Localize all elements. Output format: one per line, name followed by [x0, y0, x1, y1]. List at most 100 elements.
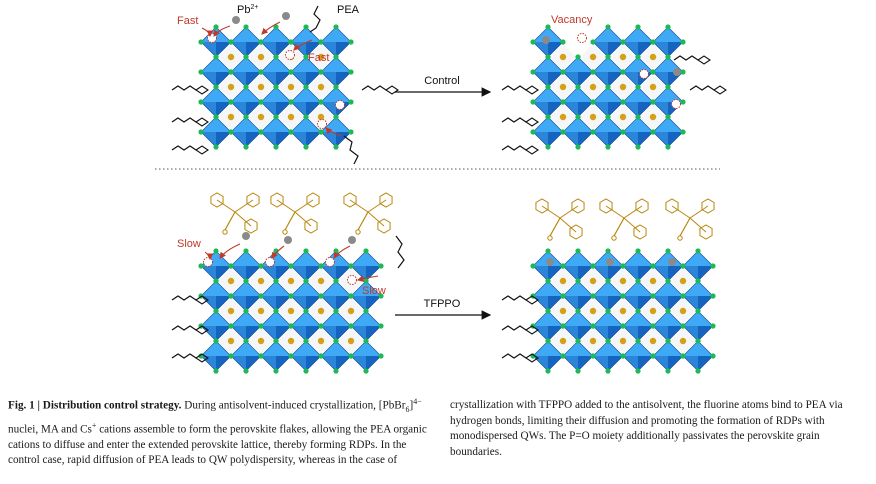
a-site-cation [317, 83, 325, 91]
halide-ion [665, 24, 671, 30]
a-site-cation [619, 307, 627, 315]
halide-ion [680, 353, 686, 359]
halide-ion [575, 144, 581, 150]
octahedron [652, 56, 684, 88]
oxygen-atom [611, 235, 617, 241]
halide-ion [288, 353, 294, 359]
halide-ion [243, 144, 249, 150]
halide-ion [575, 84, 581, 90]
octahedron [622, 250, 654, 282]
phenyl-ring [270, 192, 284, 208]
control-arrow: Control [395, 75, 492, 97]
halide-ion [303, 308, 309, 314]
halide-ion [665, 248, 671, 254]
pea-cation [501, 85, 527, 91]
halide-ion [665, 338, 671, 344]
caption-left-part3: cations assemble to form the perovskite … [8, 423, 427, 467]
a-site-cation [619, 53, 627, 61]
halide-ion [665, 54, 671, 60]
oxygen-atom [282, 229, 288, 235]
halide-ion [650, 39, 656, 45]
slow-label-right: Slow [362, 285, 386, 297]
p-c-bond [605, 205, 625, 219]
tfppo-arrow: TFPPO [395, 298, 492, 320]
octahedron [622, 56, 654, 88]
halide-ion [560, 323, 566, 329]
a-site-cation [317, 277, 325, 285]
pea-cation [171, 117, 197, 123]
halide-ion [635, 54, 641, 60]
vacancy-site [671, 99, 681, 109]
p-c-bond [623, 205, 643, 219]
halide-ion [228, 323, 234, 329]
halide-ion [545, 24, 551, 30]
a-site-cation [679, 307, 687, 315]
a-site-cation [559, 53, 567, 61]
perovskite-lattice-tfppo-before [198, 248, 384, 374]
halide-ion [560, 293, 566, 299]
halide-ion [348, 293, 354, 299]
halide-ion [213, 84, 219, 90]
a-site-cation [227, 337, 235, 345]
octahedron [230, 280, 262, 312]
halide-ion [545, 54, 551, 60]
phenyl-ring [599, 198, 613, 214]
halide-ion [318, 129, 324, 135]
tfppo-molecule [210, 192, 260, 235]
halide-ion [590, 263, 596, 269]
a-site-cation [317, 337, 325, 345]
halide-ion [333, 368, 339, 374]
octahedron [592, 250, 624, 282]
halide-ion [620, 99, 626, 105]
halide-ion [605, 54, 611, 60]
halide-ion [378, 323, 384, 329]
a-site-cation [589, 277, 597, 285]
diffusion-arrow [201, 27, 214, 38]
p-o-bond [357, 211, 369, 231]
phenyl-ring [633, 224, 647, 240]
halide-ion [213, 338, 219, 344]
halide-ion [620, 69, 626, 75]
p-c-bond [559, 205, 579, 219]
p-c-bond [276, 199, 296, 213]
pb-symbol: Pb [237, 4, 250, 16]
halide-ion [665, 308, 671, 314]
phenyl-ring [343, 192, 357, 208]
halide-ion [680, 99, 686, 105]
halide-ion [605, 84, 611, 90]
halide-ion [545, 114, 551, 120]
halide-ion [650, 99, 656, 105]
pb-ion [284, 236, 292, 244]
vacancy-site [577, 33, 587, 43]
halide-ion [575, 248, 581, 254]
halide-ion [363, 368, 369, 374]
halide-ion [348, 99, 354, 105]
halide-ion [605, 338, 611, 344]
halide-ion [258, 353, 264, 359]
octahedron [230, 86, 262, 118]
halide-ion [273, 114, 279, 120]
a-site-cation [317, 113, 325, 121]
halide-ion [695, 248, 701, 254]
pb-ion [546, 258, 554, 266]
pb-ion [668, 258, 676, 266]
pea-label: PEA [337, 4, 360, 16]
fast-label-right: Fast [308, 52, 329, 64]
halide-ion [695, 308, 701, 314]
octahedron [320, 280, 352, 312]
pb-ion [348, 236, 356, 244]
octahedron [290, 340, 322, 372]
halide-ion [635, 278, 641, 284]
halide-ion [363, 338, 369, 344]
octahedron [622, 310, 654, 342]
oxygen-atom [677, 235, 683, 241]
halide-ion [303, 144, 309, 150]
halide-ion [333, 248, 339, 254]
halide-ion [545, 144, 551, 150]
octahedron [200, 86, 232, 118]
caption-left-column: Fig. 1 | Distribution control strategy. … [8, 394, 428, 469]
halide-ion [333, 308, 339, 314]
octahedron [592, 340, 624, 372]
phenyl-ring [244, 218, 258, 234]
halide-ion [560, 39, 566, 45]
